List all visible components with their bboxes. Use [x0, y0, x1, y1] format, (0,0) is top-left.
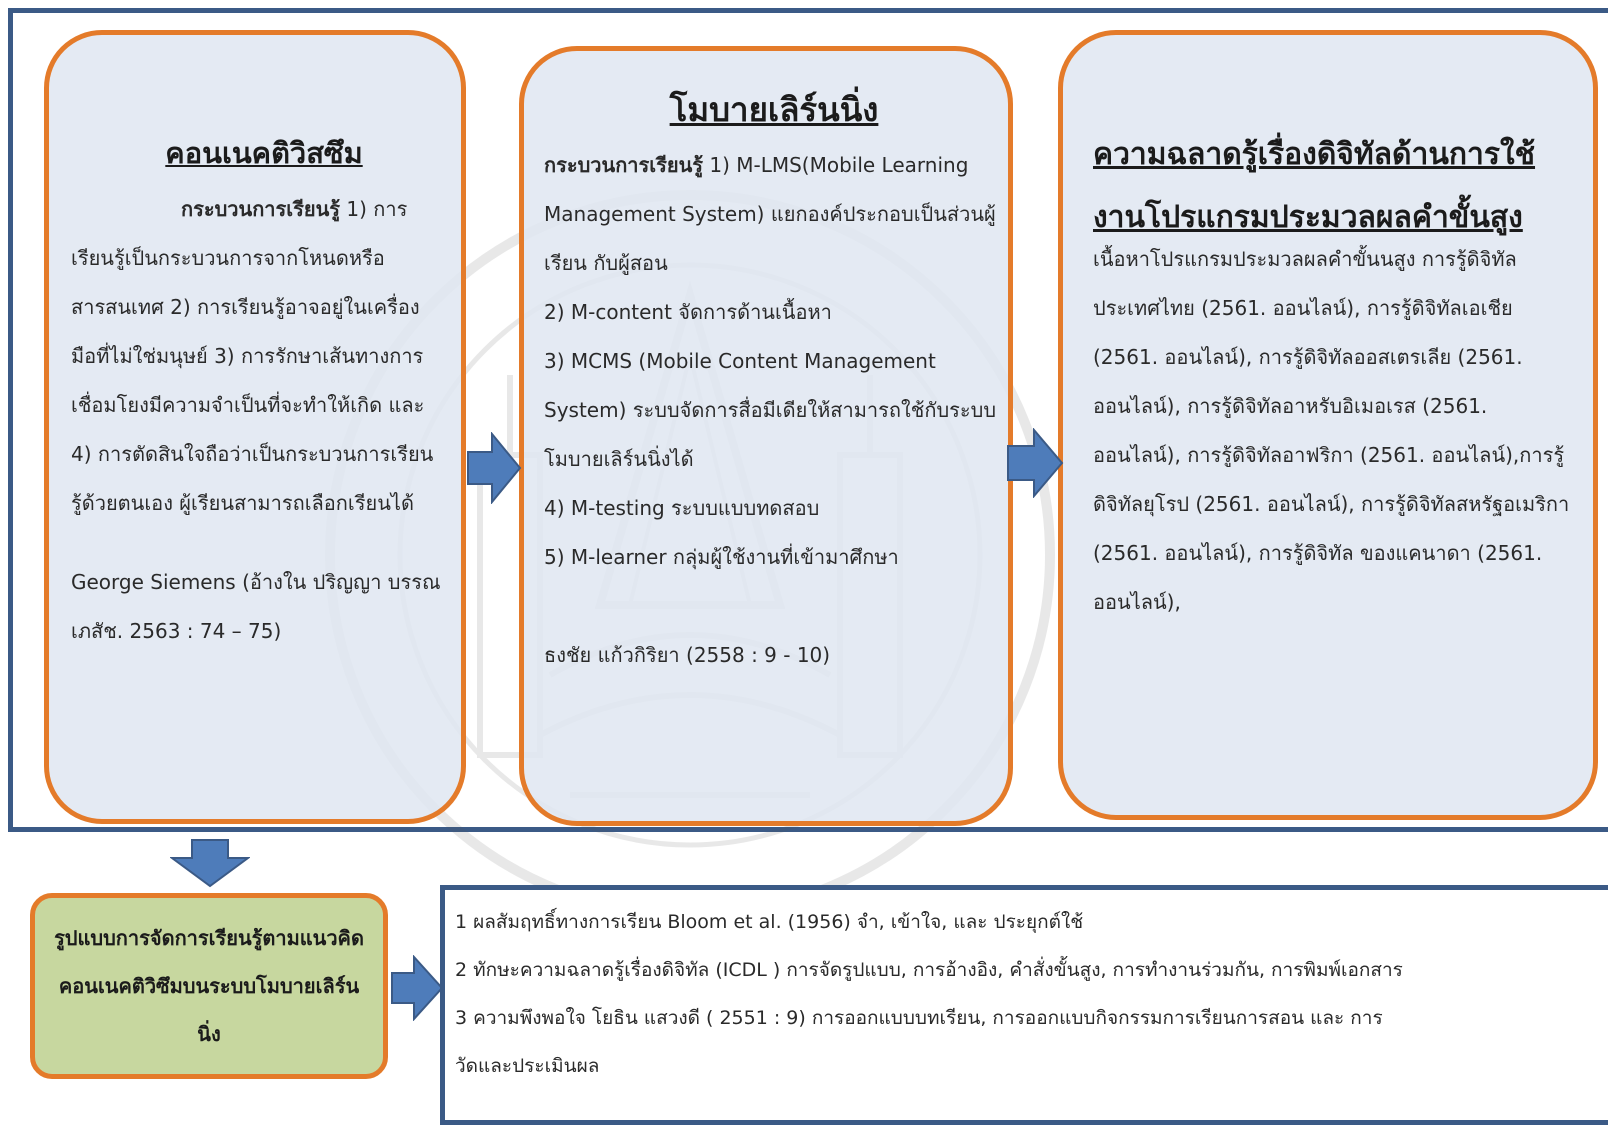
- outcome-line-3: 3 ความพึงพอใจ โยธิน แสวงดี ( 2551 : 9) ก…: [455, 1007, 1383, 1029]
- mobile-learning-item-2: 2) M-content จัดการด้านเนื้อหา: [544, 300, 832, 324]
- mobile-learning-item-1: กระบวนการเรียนรู้ 1) M-LMS(Mobile Learni…: [544, 141, 999, 288]
- connectivism-reference: George Siemens (อ้างใน ปริญญา บรรณเภสัช.…: [71, 570, 441, 643]
- learning-model-label: รูปแบบการจัดการเรียนรู้ตามแนวคิดคอนเนคติ…: [54, 926, 364, 1046]
- outcomes-box: 1 ผลสัมฤทธิ์ทางการเรียน Bloom et al. (19…: [440, 885, 1608, 1125]
- mobile-learning-title: โมบายเลิร์นนิ่ง: [669, 90, 879, 129]
- connectivism-lead-label: กระบวนการเรียนรู้: [181, 197, 340, 221]
- arrow-right-icon: [391, 955, 444, 1021]
- connectivism-body: กระบวนการเรียนรู้ 1) การเรียนรู้เป็นกระบ…: [71, 185, 441, 656]
- digital-literacy-title: ความฉลาดรู้เรื่องดิจิทัลด้านการใช้งานโปร…: [1093, 137, 1536, 235]
- top-frame: [8, 8, 1608, 832]
- mobile-learning-box: โมบายเลิร์นนิ่ง กระบวนการเรียนรู้ 1) M-L…: [519, 46, 1013, 826]
- connectivism-process-items: 1) การเรียนรู้เป็นกระบวนการจากโหนดหรือสา…: [71, 197, 434, 515]
- mobile-learning-item-1-text: 1) M-LMS(Mobile Learning Management Syst…: [544, 153, 996, 275]
- connectivism-title: คอนเนคติวิสซึม: [165, 136, 363, 170]
- outcome-line-2: 2 ทักษะความฉลาดรู้เรื่องดิจิทัล (ICDL ) …: [455, 959, 1403, 981]
- arrow-right-icon: [467, 432, 522, 504]
- arrow-down-icon: [170, 839, 250, 888]
- mobile-learning-lead-label: กระบวนการเรียนรู้: [544, 153, 703, 177]
- outcome-line-1: 1 ผลสัมฤทธิ์ทางการเรียน Bloom et al. (19…: [455, 911, 1084, 933]
- mobile-learning-item-4: 4) M-testing ระบบแบบทดสอบ: [544, 496, 820, 520]
- learning-model-box: รูปแบบการจัดการเรียนรู้ตามแนวคิดคอนเนคติ…: [30, 893, 388, 1079]
- digital-literacy-box: ความฉลาดรู้เรื่องดิจิทัลด้านการใช้งานโปร…: [1058, 30, 1598, 820]
- mobile-learning-item-3: 3) MCMS (Mobile Content Management Syste…: [544, 349, 997, 471]
- connectivism-process-text: กระบวนการเรียนรู้ 1) การเรียนรู้เป็นกระบ…: [71, 185, 441, 528]
- mobile-learning-item-5: 5) M-learner กลุ่มผู้ใช้งานที่เข้ามาศึกษ…: [544, 545, 899, 569]
- arrow-right-icon: [1007, 428, 1064, 498]
- mobile-learning-reference: ธงชัย แก้วกิริยา (2558 : 9 - 10): [544, 643, 831, 667]
- mobile-learning-body: กระบวนการเรียนรู้ 1) M-LMS(Mobile Learni…: [544, 141, 999, 680]
- connectivism-box: คอนเนคติวิสซึม กระบวนการเรียนรู้ 1) การเ…: [44, 30, 466, 824]
- digital-literacy-body: เนื้อหาโปรแกรมประมวลผลคำขั้นนสูง การรู้ด…: [1093, 247, 1570, 614]
- outcome-line-3-continued: วัดและประเมินผล: [455, 1055, 600, 1077]
